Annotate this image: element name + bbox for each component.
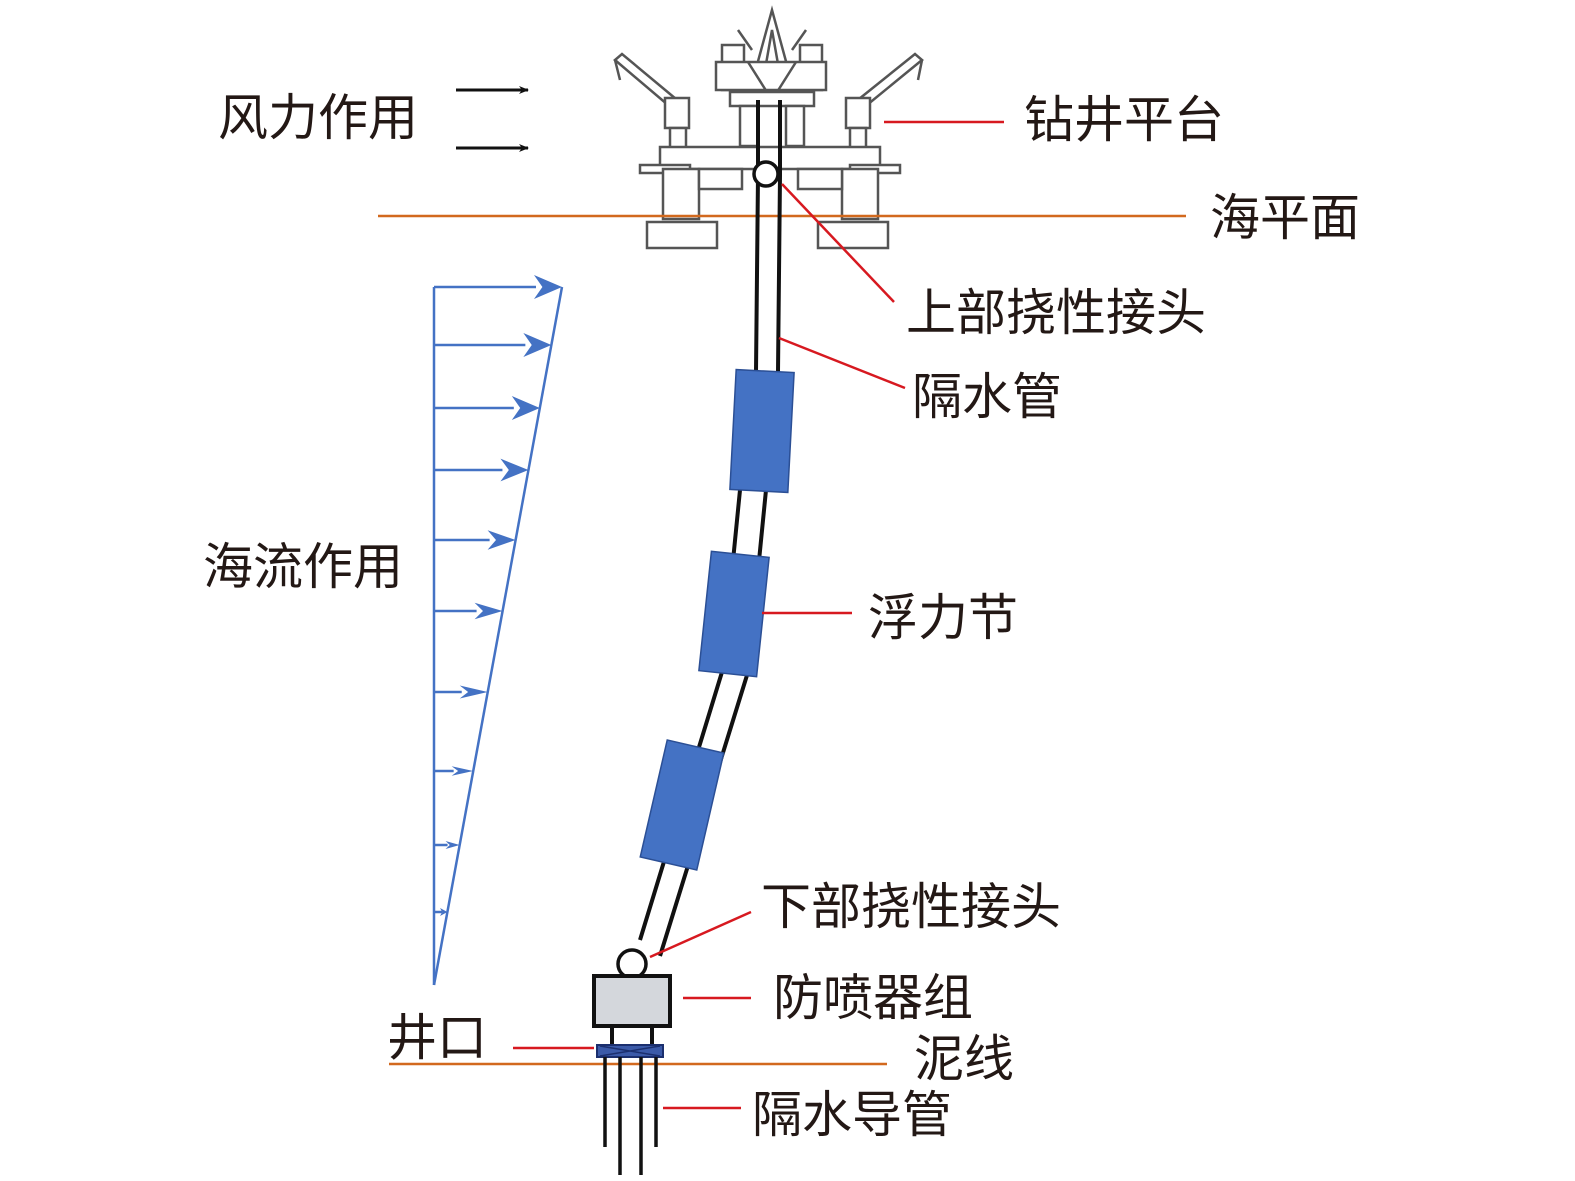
drilling-platform (613, 5, 924, 250)
pontoon-right (816, 220, 890, 250)
current-arrow-head (445, 841, 460, 849)
wellhead (596, 1044, 664, 1058)
current-arrow-head (451, 766, 474, 776)
label-wellhead: 井口 (387, 1009, 487, 1067)
label-buoyancy: 浮力节 (868, 589, 1018, 647)
brace-left (697, 167, 744, 191)
conductor-pipe (603, 1057, 658, 1175)
leader-lower-flex (649, 910, 752, 959)
current-arrow-head (474, 602, 503, 620)
current-profile-edge (432, 286, 564, 986)
current-arrow-head (440, 908, 448, 916)
label-bop: 防喷器组 (773, 969, 973, 1027)
brace-right (796, 167, 844, 191)
column-left (661, 167, 701, 221)
bop-stack (592, 974, 672, 1028)
current-arrow-head (534, 275, 562, 299)
label-platform: 钻井平台 (1024, 91, 1224, 149)
label-current: 海流作用 (203, 538, 403, 596)
pontoon-left (645, 220, 719, 250)
upper-flex-joint (752, 160, 780, 188)
label-riser: 隔水管 (912, 368, 1062, 426)
current-arrow-head (500, 458, 529, 482)
derrick (714, 5, 828, 148)
current-arrow-head (487, 530, 516, 550)
leader-lines (513, 120, 1004, 1110)
buoyancy-module-2 (698, 550, 770, 678)
buoyancy-module-3 (639, 739, 725, 871)
current-arrow-head (511, 396, 540, 420)
label-mudline: 泥线 (914, 1030, 1014, 1088)
leader-riser (778, 336, 906, 390)
leader-upper-flex (781, 183, 895, 303)
lower-flex-joint (616, 948, 648, 980)
current-arrow-head (523, 333, 552, 357)
label-conductor: 隔水导管 (752, 1086, 952, 1144)
current-arrow-head (459, 685, 488, 699)
crane-right (844, 52, 924, 150)
current-profile (432, 275, 564, 986)
buoyancy-module-1 (729, 368, 795, 494)
column-right (840, 167, 880, 221)
label-sea-level: 海平面 (1210, 189, 1360, 247)
label-upper-flex-joint: 上部挠性接头 (906, 284, 1206, 342)
wind-arrows (456, 86, 529, 152)
label-lower-flex-joint: 下部挠性接头 (761, 878, 1061, 936)
crane-left (613, 52, 691, 150)
label-wind: 风力作用 (218, 89, 418, 147)
